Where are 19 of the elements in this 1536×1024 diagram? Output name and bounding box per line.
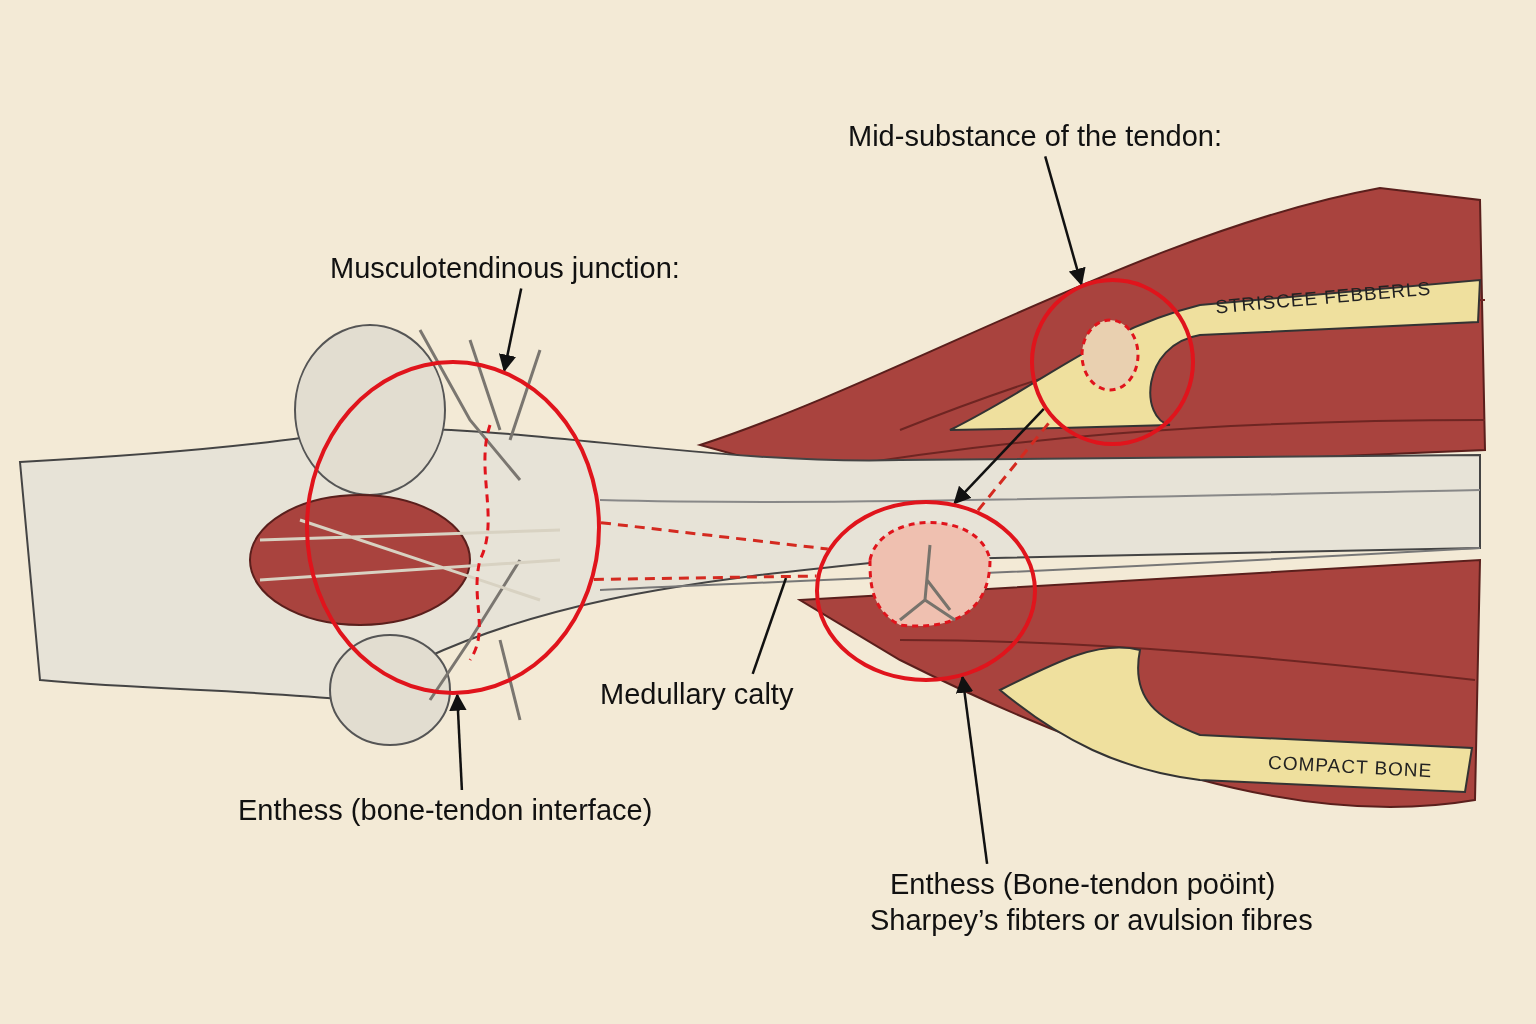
callout-note: Sharpey’s fibters or avulsion fibres xyxy=(870,903,1313,939)
part-label: COMPACT BONE xyxy=(1267,751,1433,783)
callout-label: Mid-substance of the tendon: xyxy=(848,118,1222,155)
arrow xyxy=(1044,156,1086,286)
arrow xyxy=(953,407,1045,505)
dashed-connector xyxy=(600,521,828,551)
arrow xyxy=(955,675,989,865)
leader-line xyxy=(751,577,788,675)
highlight-circle xyxy=(305,360,601,695)
part-label: STRISCEE FEBBERLS xyxy=(1214,277,1433,319)
callout-label: Enthess (bone-tendon interface) xyxy=(238,792,653,829)
callout-label: Musculotendinous junction: xyxy=(330,250,680,287)
callout-label: Medullary calty xyxy=(600,676,794,713)
arrow xyxy=(449,693,467,791)
highlight-circle xyxy=(815,500,1037,682)
highlight-circle xyxy=(1030,278,1195,446)
dashed-connector xyxy=(593,574,817,581)
callout-label: Enthess (Bone-tendon poöint) xyxy=(889,867,1276,902)
arrow xyxy=(498,288,523,373)
